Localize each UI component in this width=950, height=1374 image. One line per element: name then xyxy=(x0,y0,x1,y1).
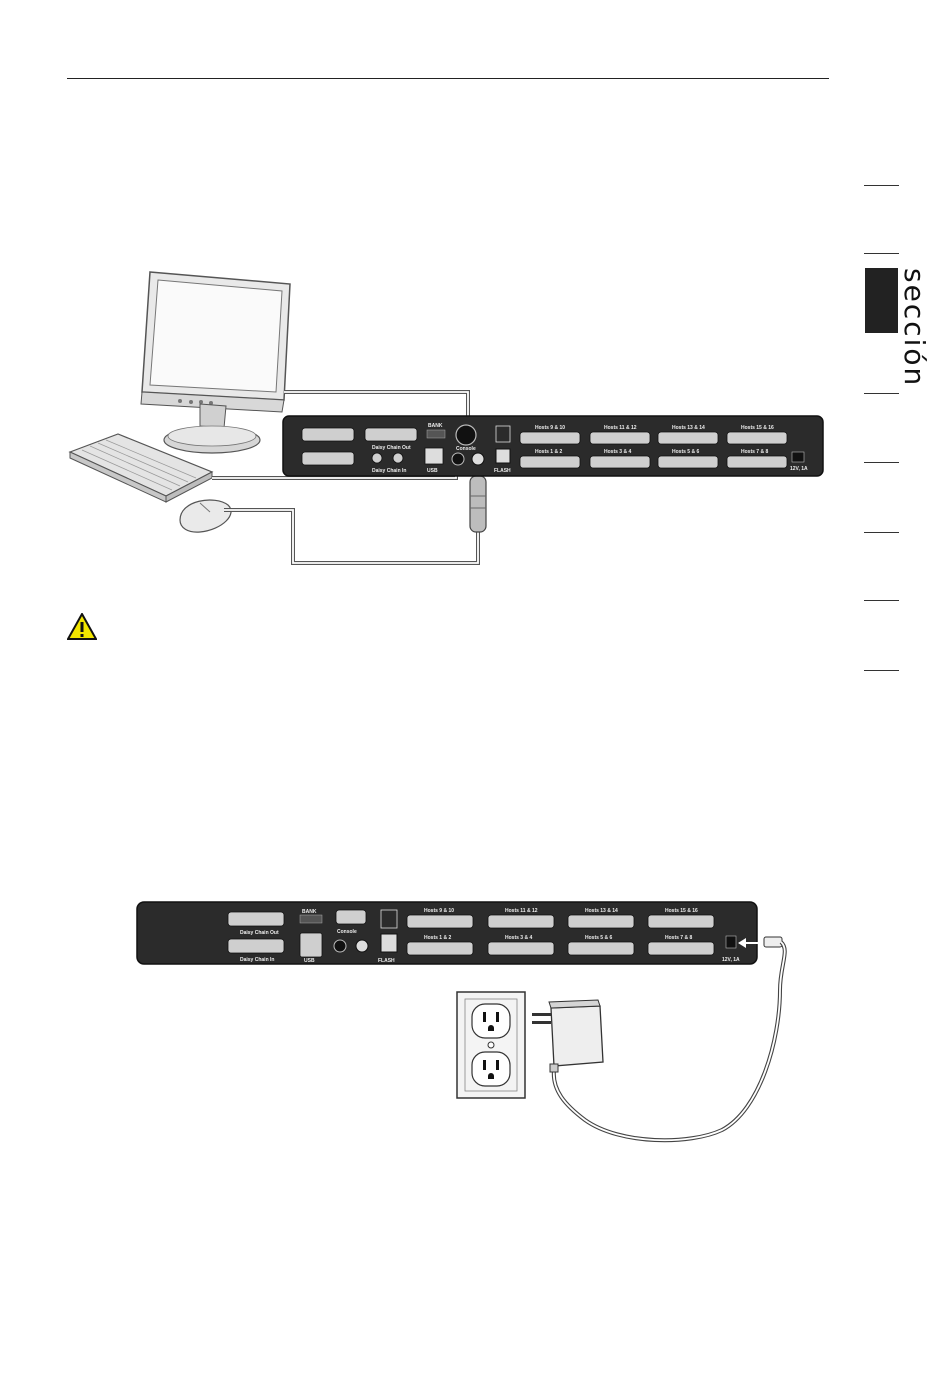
section-tab-2[interactable] xyxy=(864,253,899,254)
section-label: sección xyxy=(871,268,931,398)
hosts-3-4-label: Hosts 3 & 4 xyxy=(505,935,532,941)
figure-console-connection: Daisy Chain Out Daisy Chain In BANK USB … xyxy=(68,271,824,565)
insert-arrow xyxy=(738,938,762,948)
bank-label: BANK xyxy=(302,909,317,915)
console-label: Console xyxy=(456,446,476,452)
ps2-plug xyxy=(469,475,487,533)
hosts-7-8-label: Hosts 7 & 8 xyxy=(665,935,692,941)
daisy-chain-out-label: Daisy Chain Out xyxy=(372,445,411,451)
daisy-chain-in-label: Daisy Chain In xyxy=(372,468,406,474)
usb-label: USB xyxy=(427,468,438,474)
hosts-3-4-label: Hosts 3 & 4 xyxy=(604,449,631,455)
section-tab-4[interactable] xyxy=(864,393,899,394)
console-label: Console xyxy=(337,929,357,935)
hosts-5-6-label: Hosts 5 & 6 xyxy=(585,935,612,941)
power-label: 12V, 1A xyxy=(722,957,740,963)
mouse-illustration xyxy=(179,499,232,533)
bank-label: BANK xyxy=(428,423,443,429)
section-tab-3-active[interactable] xyxy=(865,268,898,333)
section-tab-6[interactable] xyxy=(864,532,899,533)
power-adapter xyxy=(532,999,604,1073)
daisy-chain-out-label: Daisy Chain Out xyxy=(240,930,279,936)
kvm-rear-panel-2: Daisy Chain Out Daisy Chain In BANK Cons… xyxy=(136,901,758,965)
warning-icon xyxy=(67,613,97,640)
header-rule xyxy=(67,78,829,79)
hosts-11-12-label: Hosts 11 & 12 xyxy=(505,908,538,914)
section-tab-7[interactable] xyxy=(864,600,899,601)
hosts-9-10-label: Hosts 9 & 10 xyxy=(424,908,454,914)
hosts-5-6-label: Hosts 5 & 6 xyxy=(672,449,699,455)
hosts-13-14-label: Hosts 13 & 14 xyxy=(585,908,618,914)
wall-outlet xyxy=(456,991,526,1099)
power-cable xyxy=(551,936,787,1143)
power-label: 12V, 1A xyxy=(790,466,808,472)
section-tab-5[interactable] xyxy=(864,462,899,463)
keyboard-illustration xyxy=(68,433,214,503)
flash-label: FLASH xyxy=(494,468,511,474)
section-label-text: sección xyxy=(898,268,931,388)
section-tab-1[interactable] xyxy=(864,185,899,186)
hosts-13-14-label: Hosts 13 & 14 xyxy=(672,425,705,431)
flash-label: FLASH xyxy=(378,958,395,964)
daisy-chain-in-label: Daisy Chain In xyxy=(240,957,274,963)
section-tab-8[interactable] xyxy=(864,670,899,671)
usb-label: USB xyxy=(304,958,315,964)
hosts-15-16-label: Hosts 15 & 16 xyxy=(665,908,698,914)
kvm-rear-panel-1: Daisy Chain Out Daisy Chain In BANK USB … xyxy=(282,415,824,477)
hosts-9-10-label: Hosts 9 & 10 xyxy=(535,425,565,431)
hosts-1-2-label: Hosts 1 & 2 xyxy=(424,935,451,941)
hosts-15-16-label: Hosts 15 & 16 xyxy=(741,425,774,431)
hosts-7-8-label: Hosts 7 & 8 xyxy=(741,449,768,455)
monitor-illustration xyxy=(140,271,291,454)
hosts-11-12-label: Hosts 11 & 12 xyxy=(604,425,637,431)
figure-power-connection: Daisy Chain Out Daisy Chain In BANK Cons… xyxy=(136,901,787,1143)
hosts-1-2-label: Hosts 1 & 2 xyxy=(535,449,562,455)
